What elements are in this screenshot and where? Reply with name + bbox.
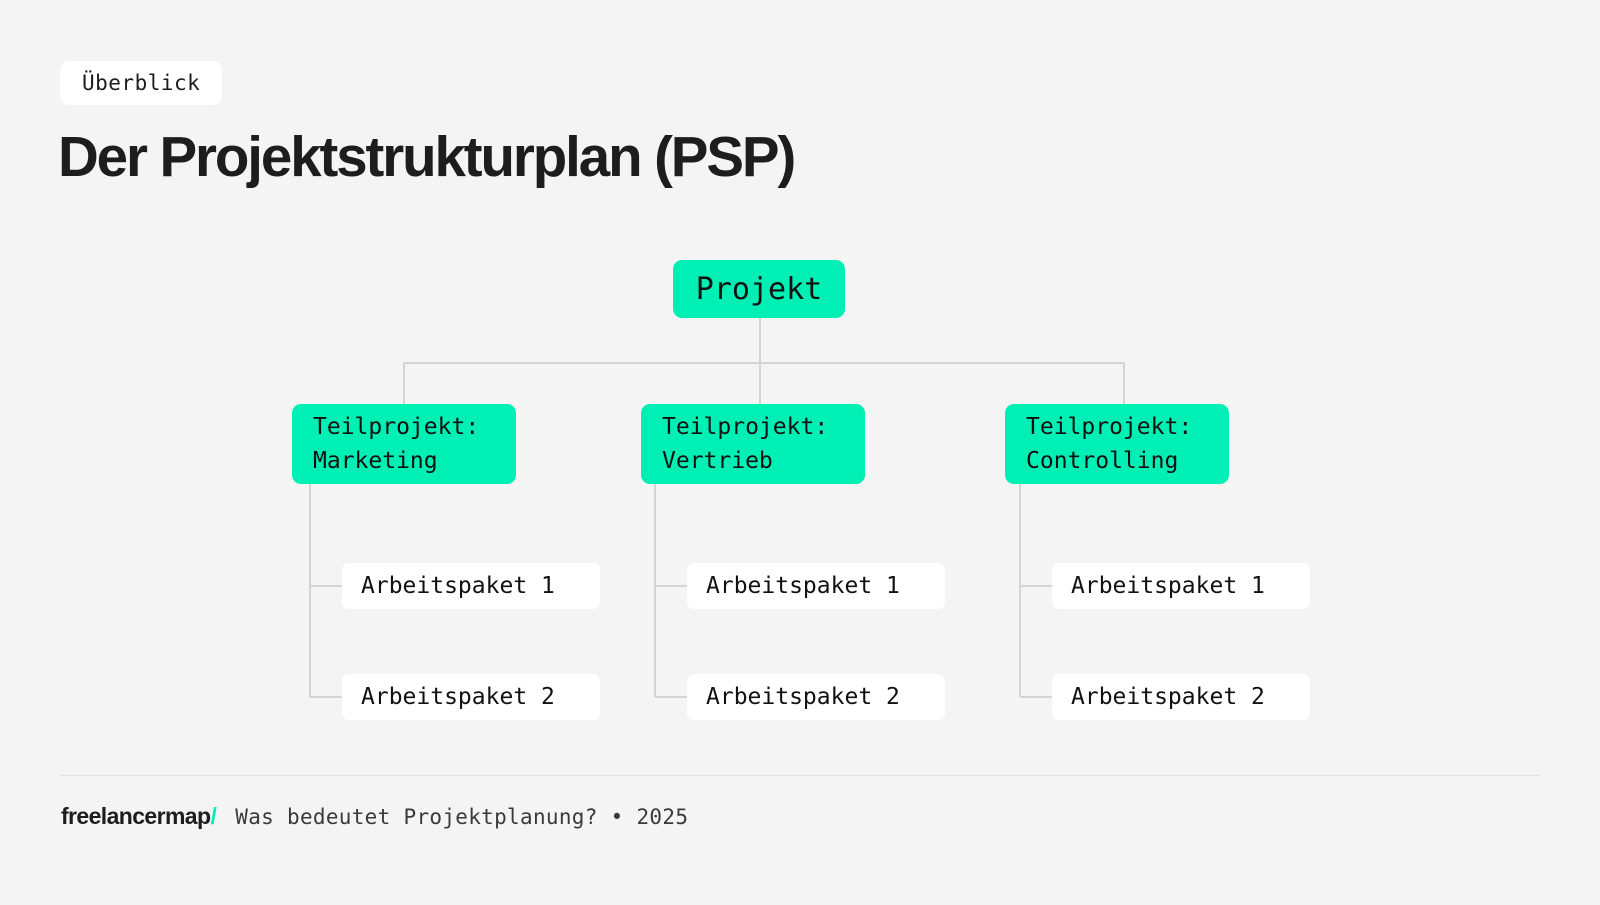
node-leaf-vertrieb-1[interactable]: Arbeitspaket 1 <box>687 563 945 609</box>
node-root-projekt[interactable]: Projekt <box>673 260 845 318</box>
node-leaf-marketing-2[interactable]: Arbeitspaket 2 <box>342 674 600 720</box>
node-branch-marketing[interactable]: Teilprojekt: Marketing <box>292 404 516 484</box>
node-branch-label-line1: Teilprojekt: <box>662 414 829 440</box>
node-leaf-label: Arbeitspaket 2 <box>706 684 900 710</box>
node-branch-label-line2: Marketing <box>313 448 438 474</box>
node-branch-vertrieb[interactable]: Teilprojekt: Vertrieb <box>641 404 865 484</box>
page-title: Der Projektstrukturplan (PSP) <box>58 125 796 189</box>
brand-name: freelancermap <box>61 803 211 829</box>
node-leaf-vertrieb-2[interactable]: Arbeitspaket 2 <box>687 674 945 720</box>
node-branch-label-line1: Teilprojekt: <box>1026 414 1193 440</box>
node-branch-controlling[interactable]: Teilprojekt: Controlling <box>1005 404 1229 484</box>
brand-slash-icon: / <box>210 803 217 829</box>
node-leaf-label: Arbeitspaket 2 <box>1071 684 1265 710</box>
node-branch-label-line2: Controlling <box>1026 448 1179 474</box>
overview-badge: Überblick <box>60 61 223 105</box>
node-leaf-label: Arbeitspaket 1 <box>706 573 900 599</box>
brand-logo: freelancermap/ <box>61 803 217 830</box>
node-leaf-marketing-1[interactable]: Arbeitspaket 1 <box>342 563 600 609</box>
node-leaf-label: Arbeitspaket 1 <box>1071 573 1265 599</box>
footer-divider <box>60 775 1540 776</box>
node-leaf-label: Arbeitspaket 2 <box>361 684 555 710</box>
node-leaf-label: Arbeitspaket 1 <box>361 573 555 599</box>
footer: freelancermap/ Was bedeutet Projektplanu… <box>61 803 688 830</box>
node-branch-label-line1: Teilprojekt: <box>313 414 480 440</box>
node-root-label: Projekt <box>695 271 823 307</box>
node-leaf-controlling-1[interactable]: Arbeitspaket 1 <box>1052 563 1310 609</box>
node-leaf-controlling-2[interactable]: Arbeitspaket 2 <box>1052 674 1310 720</box>
footer-meta: Was bedeutet Projektplanung? • 2025 <box>235 805 689 829</box>
node-branch-label-line2: Vertrieb <box>662 448 773 474</box>
